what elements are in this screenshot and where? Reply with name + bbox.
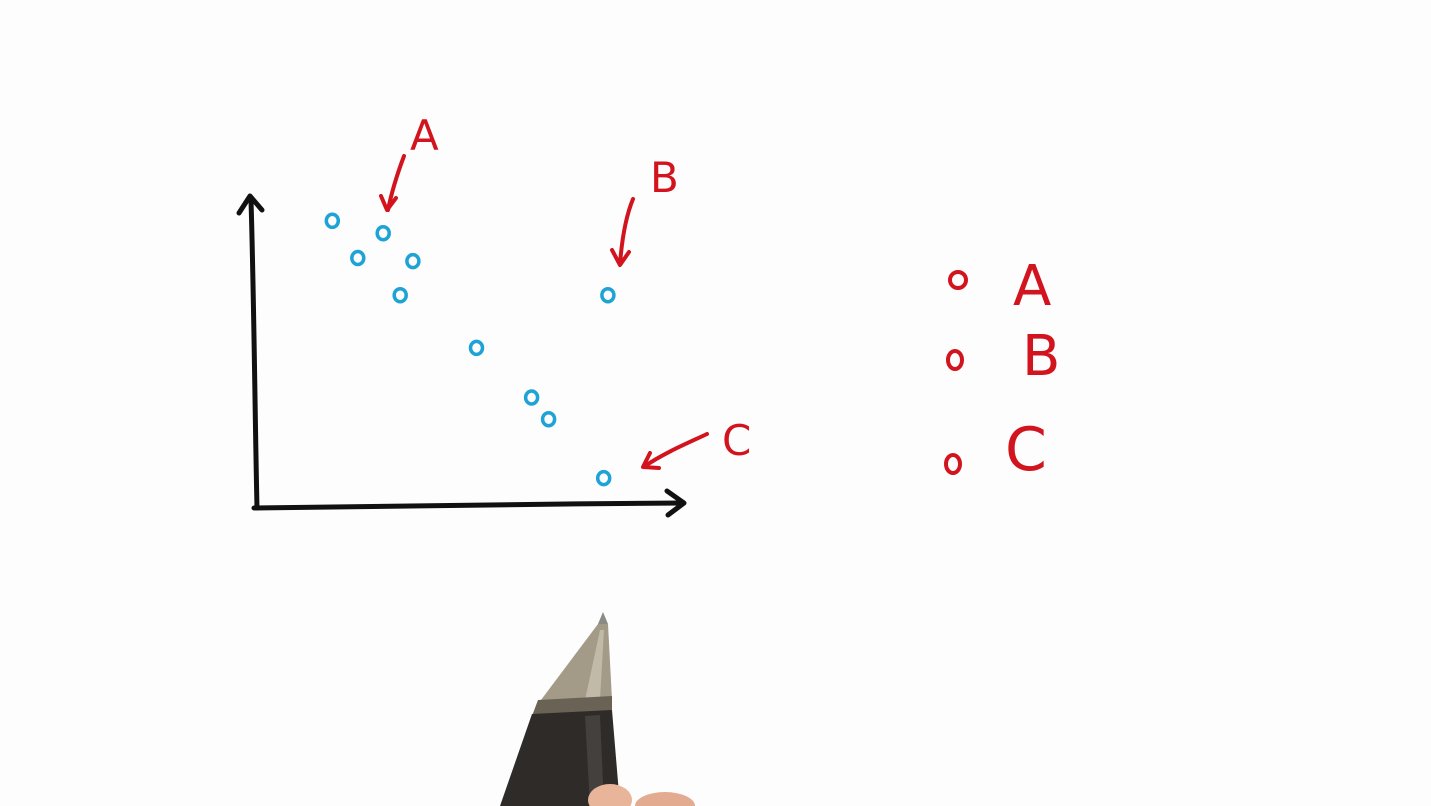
callout-b: B [610, 153, 679, 267]
data-point-7 [523, 389, 540, 406]
hand-finger-2 [635, 792, 695, 806]
data-point-10 [595, 469, 612, 487]
option-b-radio[interactable] [946, 349, 964, 371]
callout-c: C [641, 416, 751, 470]
y-axis-arrowhead [236, 193, 265, 216]
pen-barrel-shine [585, 715, 604, 806]
callout-c-arrowhead [641, 451, 661, 470]
data-point-5 [392, 286, 408, 304]
callout-b-label: B [650, 153, 679, 202]
callout-a: A [379, 111, 439, 212]
data-point-1 [324, 212, 341, 230]
option-c-radio[interactable] [944, 453, 962, 475]
option-b-label: B [1022, 324, 1060, 389]
data-point-6 [468, 339, 485, 357]
pen-cone-highlight [585, 630, 604, 700]
data-points [324, 212, 616, 487]
option-c[interactable]: C [944, 415, 1047, 485]
data-point-8 [540, 410, 557, 428]
x-axis-arrowhead [664, 488, 687, 518]
callout-a-arrow [386, 154, 406, 212]
y-axis [248, 197, 260, 511]
pen [500, 612, 695, 806]
callout-a-label: A [410, 111, 439, 160]
callout-b-arrow [618, 197, 635, 266]
data-point-3 [350, 249, 366, 267]
hand-finger [588, 784, 632, 806]
callout-c-label: C [722, 416, 751, 465]
x-axis [251, 500, 685, 511]
callout-c-arrow [643, 432, 709, 468]
option-a-label: A [1013, 254, 1051, 319]
scatter-chart [236, 193, 687, 518]
callout-b-arrowhead [610, 248, 631, 267]
data-point-4 [405, 252, 421, 270]
option-a-radio[interactable] [948, 270, 968, 290]
pen-tip [598, 612, 608, 624]
data-point-2 [375, 224, 391, 242]
option-c-label: C [1005, 415, 1047, 485]
option-b[interactable]: B [946, 324, 1060, 389]
data-point-9 [600, 286, 616, 304]
option-a[interactable]: A [948, 254, 1051, 319]
answer-options: A B C [944, 254, 1060, 485]
callout-a-arrowhead [379, 194, 398, 212]
